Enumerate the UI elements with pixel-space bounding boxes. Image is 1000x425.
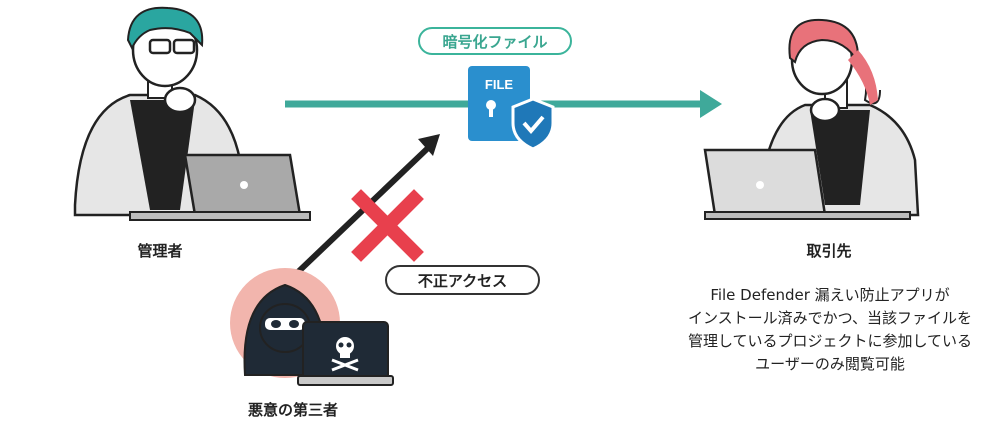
admin-illustration (73, 6, 311, 221)
description-line-4: ユーザーのみ閲覧可能 (755, 355, 905, 373)
attacker-illustration (230, 268, 394, 386)
file-icon-text: FILE (485, 77, 513, 92)
description-line-3: 管理しているプロジェクトに参加している (687, 332, 973, 350)
description-line-2: インストール済みでかつ、当該ファイルを (687, 309, 973, 327)
encrypted-file-label: 暗号化ファイル (418, 27, 572, 55)
encrypted-file-icon: FILE (468, 66, 555, 151)
access-description: File Defender 漏えい防止アプリが インストール済みでかつ、当該ファ… (660, 284, 1000, 376)
admin-label: 管理者 (137, 242, 183, 260)
unauthorized-access-label: 不正アクセス (385, 265, 540, 295)
description-line-1: File Defender 漏えい防止アプリが (710, 286, 950, 304)
skull-icon (331, 337, 359, 372)
partner-illustration (703, 18, 920, 220)
partner-label: 取引先 (806, 242, 852, 260)
blocked-cross-icon (351, 189, 424, 262)
attacker-label: 悪意の第三者 (247, 401, 338, 419)
